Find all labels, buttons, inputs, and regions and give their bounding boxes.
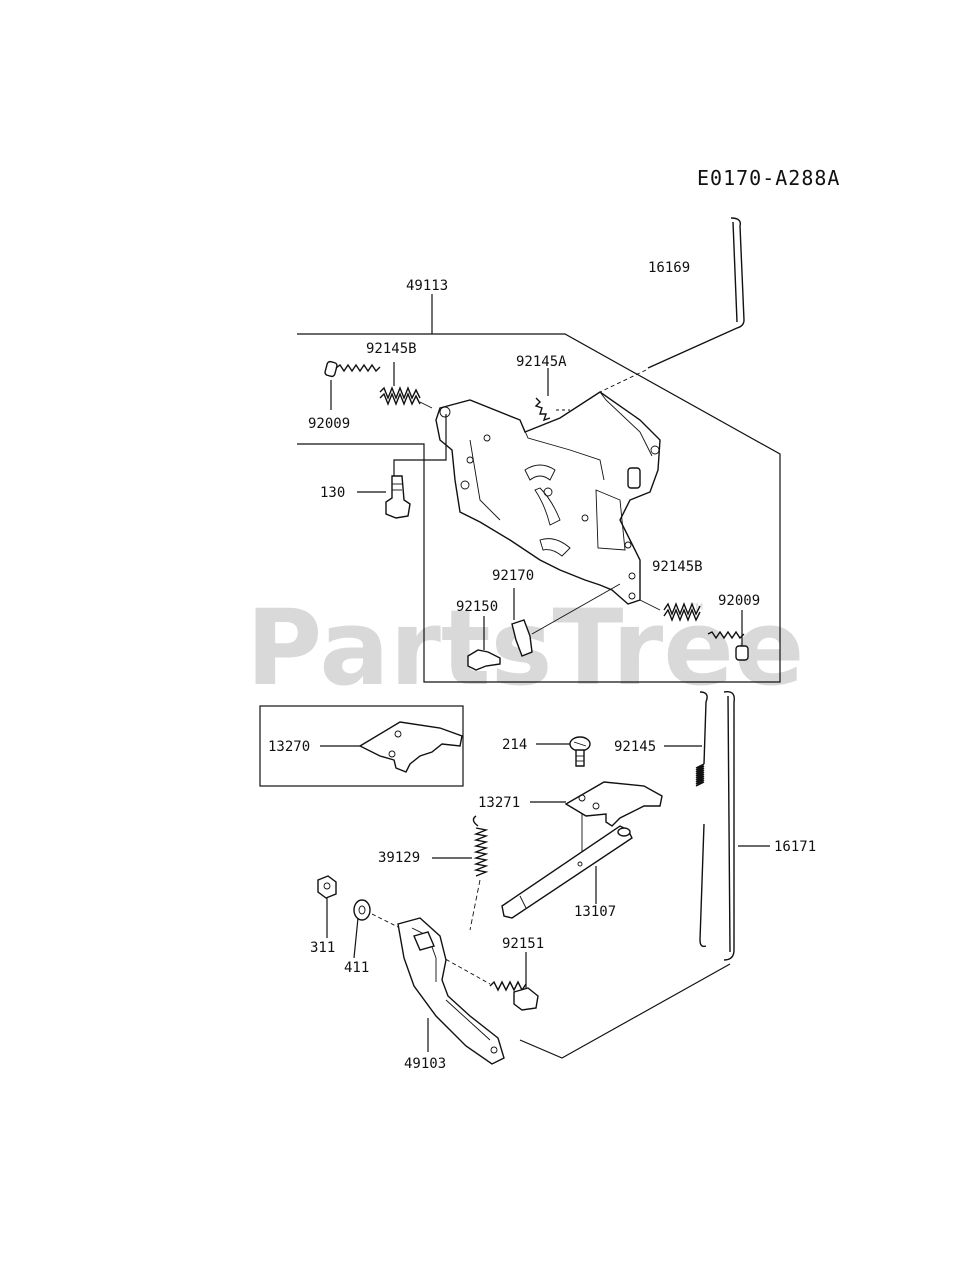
label-92145B-top: 92145B: [366, 341, 417, 357]
label-39129: 39129: [378, 850, 420, 866]
part-92009-bolt-left: [324, 360, 381, 410]
part-311-nut: [317, 875, 337, 938]
label-92009-right: 92009: [718, 593, 760, 609]
part-49113-bracket: [435, 391, 661, 605]
part-92145B-spring-top: [379, 362, 433, 409]
label-16169: 16169: [648, 260, 690, 276]
label-13107: 13107: [574, 904, 616, 920]
part-92151-bolt: [439, 952, 539, 1011]
part-49103-lever: [397, 917, 505, 1065]
label-411: 411: [344, 960, 369, 976]
part-39129-spring: [432, 815, 489, 931]
part-92145-spring: [664, 691, 708, 948]
label-49113: 49113: [406, 278, 448, 294]
part-92170-clip: [511, 583, 621, 657]
label-214: 214: [502, 737, 527, 753]
part-214-screw: [536, 736, 591, 767]
label-130: 130: [320, 485, 345, 501]
label-92150: 92150: [456, 599, 498, 615]
label-13270: 13270: [268, 739, 310, 755]
label-92145: 92145: [614, 739, 656, 755]
label-92170: 92170: [492, 568, 534, 584]
part-92145B-spring-right: [639, 599, 701, 622]
label-311: 311: [310, 940, 335, 956]
watermark-tm: TM: [689, 603, 703, 613]
label-92009-left: 92009: [308, 416, 350, 432]
label-49103: 49103: [404, 1056, 446, 1072]
part-13107-shaft: [501, 825, 633, 919]
label-16171: 16171: [774, 839, 816, 855]
label-13271: 13271: [478, 795, 520, 811]
part-130-bolt: [357, 414, 447, 519]
part-92145A-spring: [534, 368, 570, 422]
part-92150-bolt: [467, 616, 501, 671]
label-92151: 92151: [502, 936, 544, 952]
part-16171-rod: [519, 691, 770, 1059]
part-16169-rod: [599, 217, 745, 393]
part-92009-bolt-right: [707, 610, 749, 661]
label-92145A: 92145A: [516, 354, 567, 370]
label-92145B-right: 92145B: [652, 559, 703, 575]
part-411-washer: [353, 899, 401, 959]
part-13270-plate: [259, 705, 464, 787]
group-frame-49113: [297, 294, 781, 683]
diagram-code: E0170-A288A: [697, 166, 840, 190]
